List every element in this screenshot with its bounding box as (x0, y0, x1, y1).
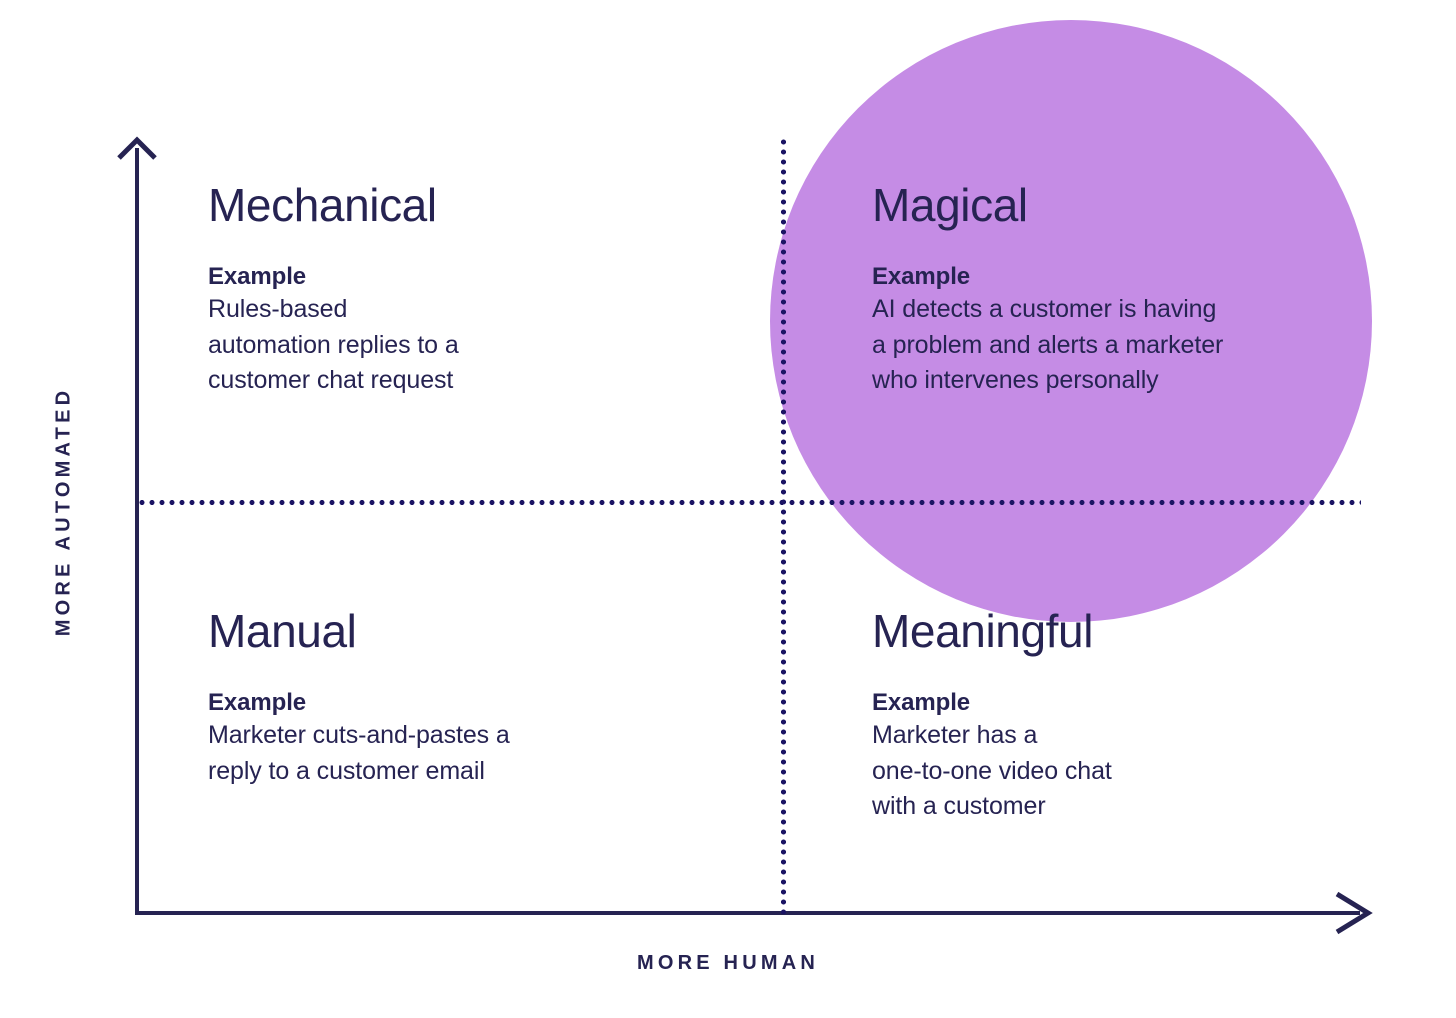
quadrant-title-manual: Manual (208, 605, 357, 657)
magical-highlight-circle (770, 20, 1372, 622)
arrow-right-icon (1335, 891, 1373, 935)
example-line-mechanical-3: customer chat request (208, 366, 454, 394)
horizontal-divider (137, 500, 1361, 505)
example-label-magical: Example (872, 263, 971, 290)
y-axis-line (135, 148, 139, 915)
vertical-divider (781, 137, 786, 914)
example-line-manual-2: reply to a customer email (208, 756, 485, 785)
quadrant-title-magical: Magical (872, 179, 1028, 231)
example-line-magical-1: AI detects a customer is having (872, 295, 1217, 323)
quadrant-title-mechanical: Mechanical (208, 179, 437, 231)
example-line-meaningful-2: one-to-one video chat (872, 756, 1112, 785)
example-label-mechanical: Example (208, 263, 307, 290)
example-label-meaningful: Example (872, 689, 971, 716)
quadrant-magical: Magical Example AI detects a customer is… (872, 182, 1372, 399)
quadrant-meaningful: Meaningful Example Marketer has a one-to… (872, 608, 1302, 825)
example-line-manual-1: Marketer cuts-and-pastes a (208, 721, 510, 749)
example-line-mechanical-1: Rules-based (208, 295, 348, 323)
example-line-magical-3: who intervenes personally (872, 366, 1159, 394)
arrow-up-icon (117, 136, 157, 160)
example-line-magical-2: a problem and alerts a marketer (872, 330, 1224, 359)
example-line-meaningful-1: Marketer has a (872, 721, 1038, 749)
quadrant-manual: Manual Example Marketer cuts-and-pastes … (208, 608, 638, 789)
y-axis-label: MORE AUTOMATED (52, 386, 75, 637)
example-label-manual: Example (208, 689, 307, 716)
quadrant-mechanical: Mechanical Example Rules-based automatio… (208, 182, 588, 399)
x-axis-label: MORE HUMAN (637, 952, 819, 974)
example-line-mechanical-2: automation replies to a (208, 330, 459, 359)
quadrant-title-meaningful: Meaningful (872, 605, 1094, 657)
x-axis-line (135, 911, 1360, 915)
example-line-meaningful-3: with a customer (872, 792, 1046, 820)
